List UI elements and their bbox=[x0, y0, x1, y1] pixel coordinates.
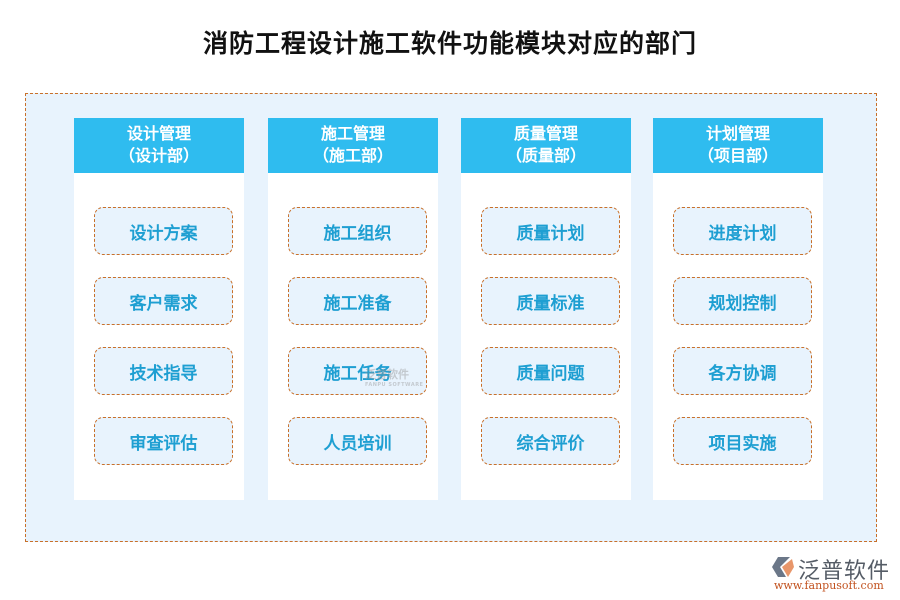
column-design: 设计管理 （设计部） 设计方案 客户需求 技术指导 审查评估 bbox=[74, 118, 244, 500]
department-name: （项目部） bbox=[697, 146, 778, 165]
module-name: 施工管理 bbox=[320, 124, 385, 143]
page-title: 消防工程设计施工软件功能模块对应的部门 bbox=[202, 29, 697, 58]
logo-url: www.fanpusoft.com bbox=[774, 579, 884, 592]
module-item: 客户需求 bbox=[94, 277, 233, 325]
module-item: 项目实施 bbox=[673, 417, 812, 465]
brand-logo: 泛普软件 www.fanpusoft.com bbox=[770, 553, 895, 593]
module-name: 质量管理 bbox=[513, 124, 578, 143]
module-item: 综合评价 bbox=[481, 417, 620, 465]
module-name: 计划管理 bbox=[705, 124, 770, 143]
column-header: 质量管理 （质量部） bbox=[461, 118, 631, 173]
logo-name: 泛普软件 bbox=[798, 559, 891, 584]
module-item: 施工组织 bbox=[288, 207, 427, 255]
column-header: 施工管理 （施工部） bbox=[268, 118, 438, 173]
module-name: 设计管理 bbox=[126, 124, 191, 143]
module-item: 人员培训 bbox=[288, 417, 427, 465]
module-item: 质量标准 bbox=[481, 277, 620, 325]
department-name: （设计部） bbox=[118, 146, 199, 165]
module-item: 质量问题 bbox=[481, 347, 620, 395]
module-item: 进度计划 bbox=[673, 207, 812, 255]
department-name: （质量部） bbox=[505, 146, 586, 165]
column-quality: 质量管理 （质量部） 质量计划 质量标准 质量问题 综合评价 bbox=[461, 118, 631, 500]
module-item: 审查评估 bbox=[94, 417, 233, 465]
column-construction: 施工管理 （施工部） 施工组织 施工准备 施工任务 人员培训 bbox=[268, 118, 438, 500]
module-item: 技术指导 bbox=[94, 347, 233, 395]
module-item: 施工任务 bbox=[288, 347, 427, 395]
column-header: 设计管理 （设计部） bbox=[74, 118, 244, 173]
column-header: 计划管理 （项目部） bbox=[653, 118, 823, 173]
fanpu-logo-icon bbox=[772, 557, 794, 577]
module-item: 各方协调 bbox=[673, 347, 812, 395]
module-item: 质量计划 bbox=[481, 207, 620, 255]
department-name: （施工部） bbox=[312, 146, 393, 165]
module-item: 设计方案 bbox=[94, 207, 233, 255]
module-item: 规划控制 bbox=[673, 277, 812, 325]
module-item: 施工准备 bbox=[288, 277, 427, 325]
column-planning: 计划管理 （项目部） 进度计划 规划控制 各方协调 项目实施 bbox=[653, 118, 823, 500]
